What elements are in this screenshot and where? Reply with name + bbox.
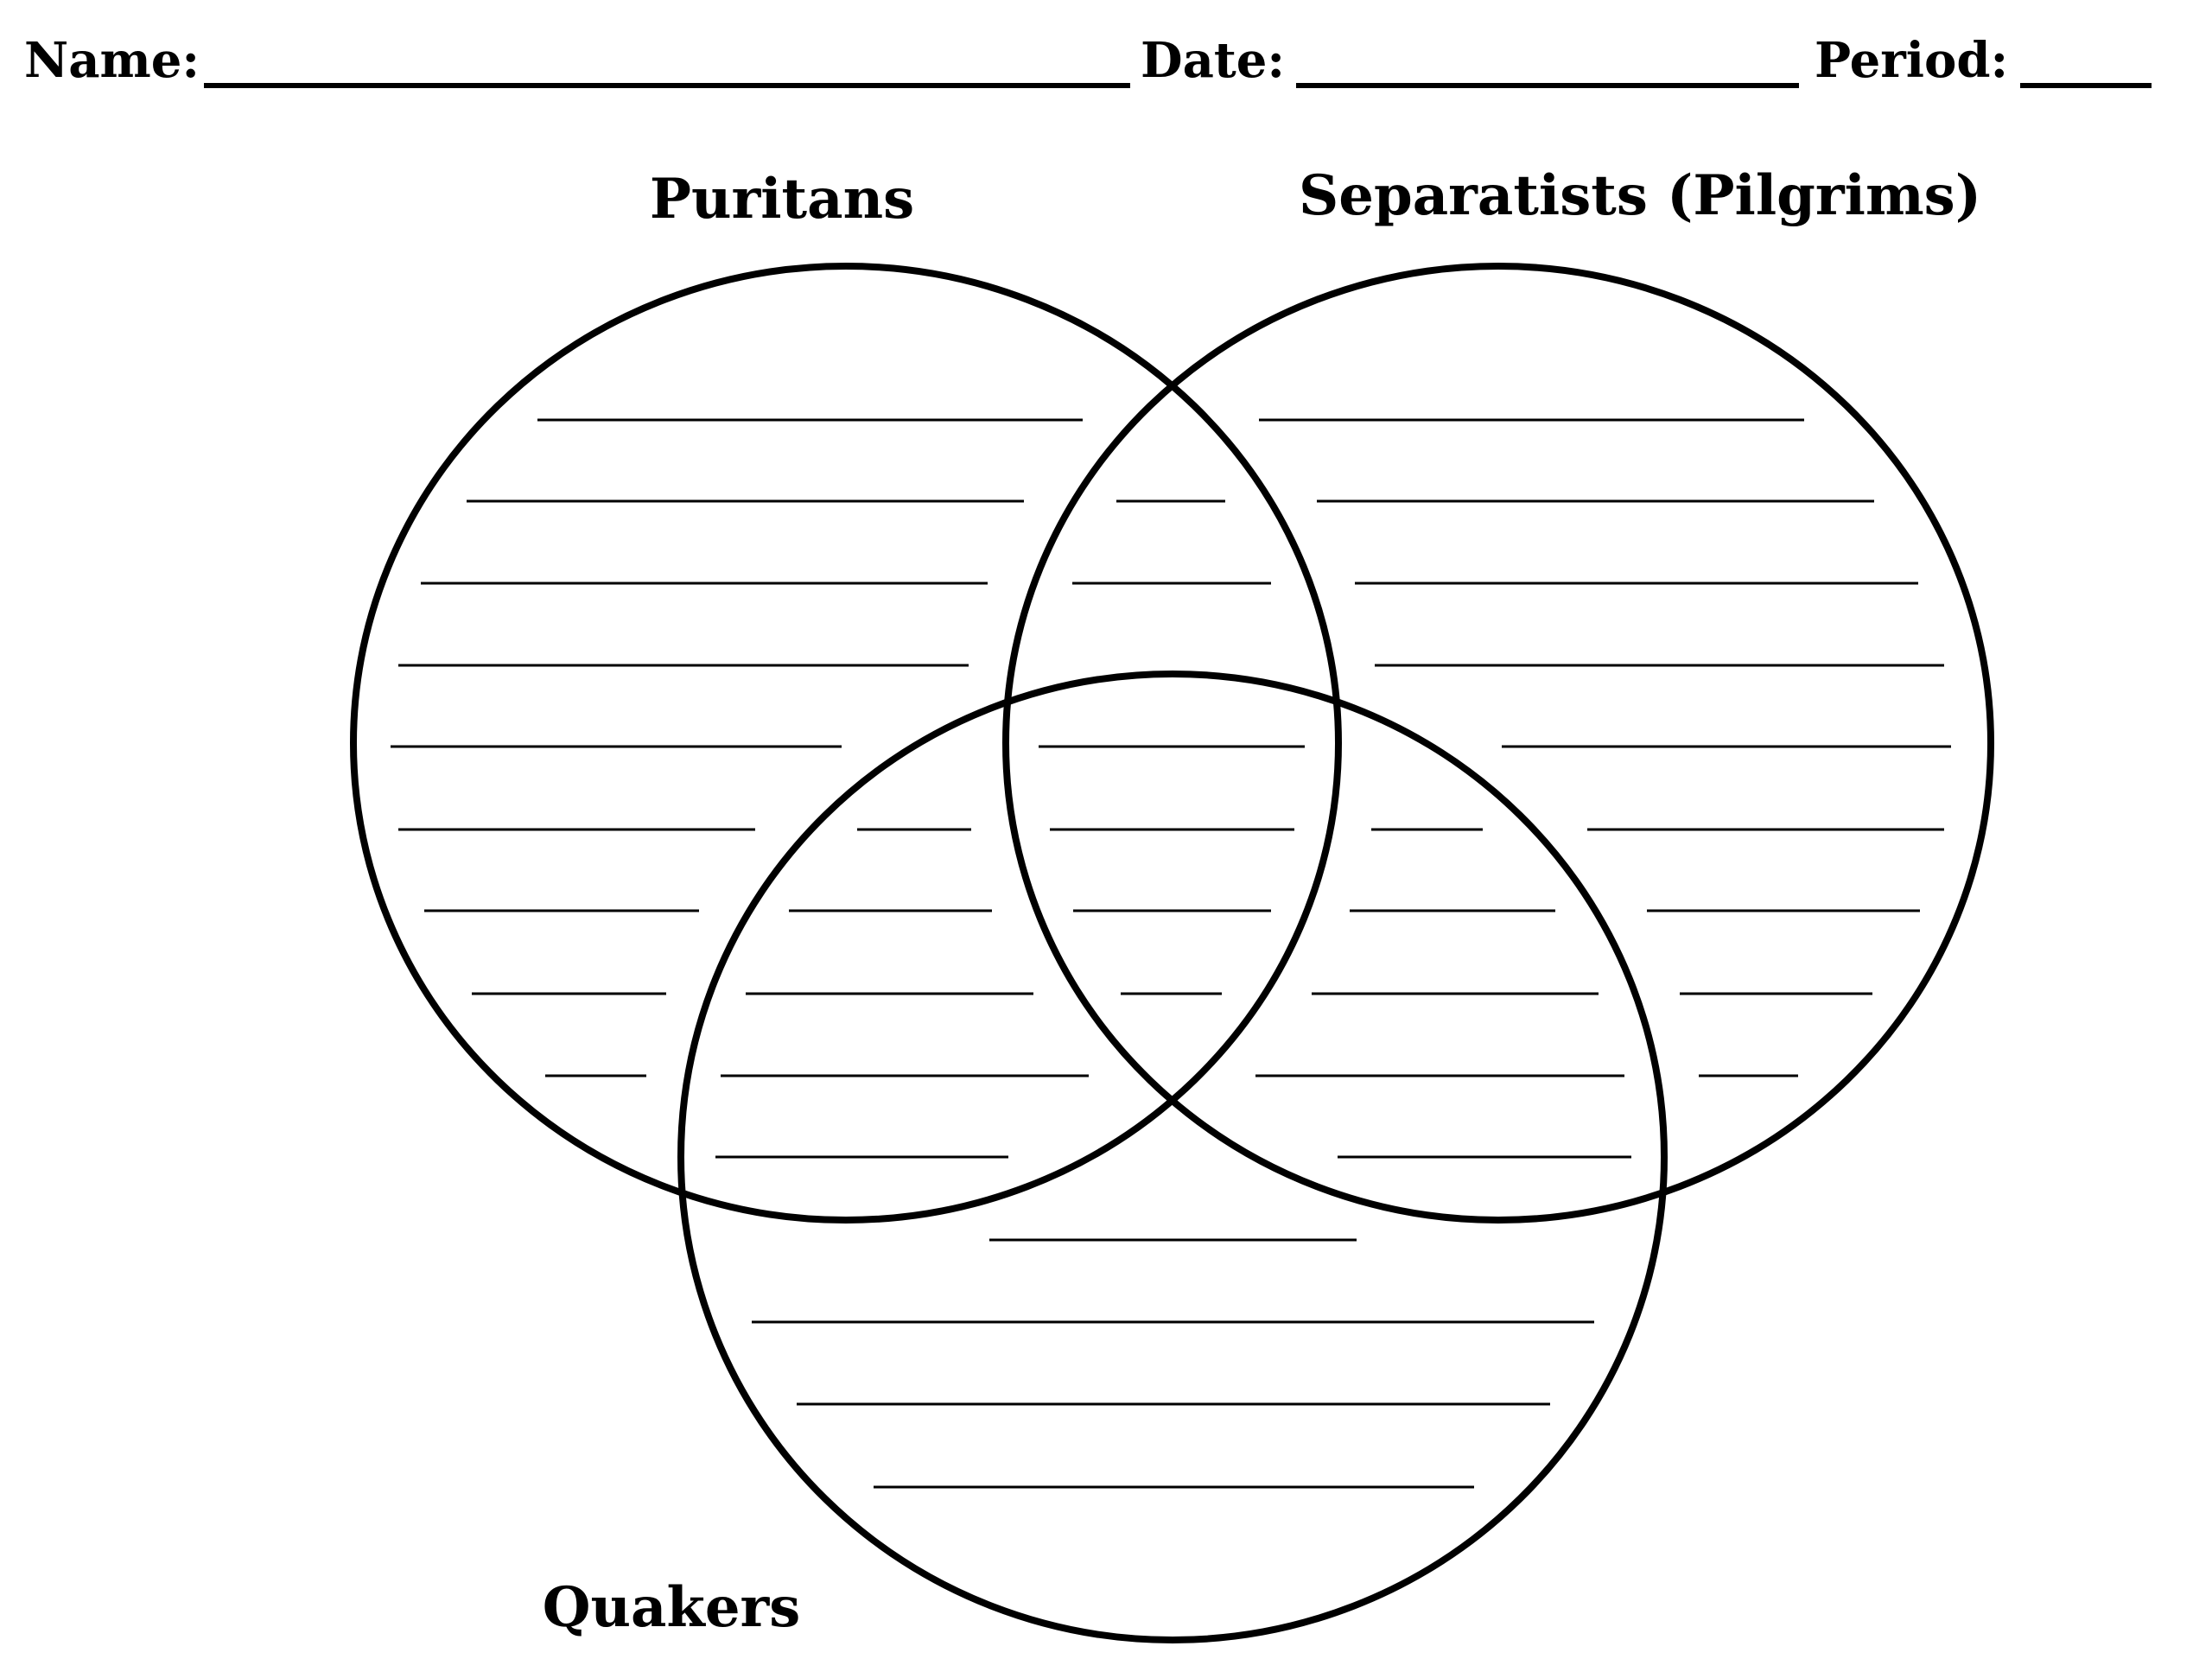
circle-separatists bbox=[1002, 263, 1994, 1224]
date-blank[interactable] bbox=[1296, 83, 1799, 88]
venn-circles bbox=[350, 263, 1994, 1643]
worksheet-header: Name: Date: Period: bbox=[24, 19, 2152, 105]
circle-puritans bbox=[350, 263, 1342, 1224]
period-blank[interactable] bbox=[2020, 83, 2152, 88]
set-title-puritans: Puritans bbox=[650, 167, 914, 232]
set-title-quakers: Quakers bbox=[543, 1575, 801, 1640]
period-label: Period: bbox=[1815, 32, 2009, 89]
name-blank[interactable] bbox=[204, 83, 1130, 88]
writing-lines bbox=[391, 418, 1951, 1489]
circle-quakers bbox=[677, 671, 1668, 1643]
set-title-separatists: Separatists (Pilgrims) bbox=[1299, 163, 1981, 228]
date-label: Date: bbox=[1141, 32, 1286, 89]
name-label: Name: bbox=[24, 32, 200, 89]
